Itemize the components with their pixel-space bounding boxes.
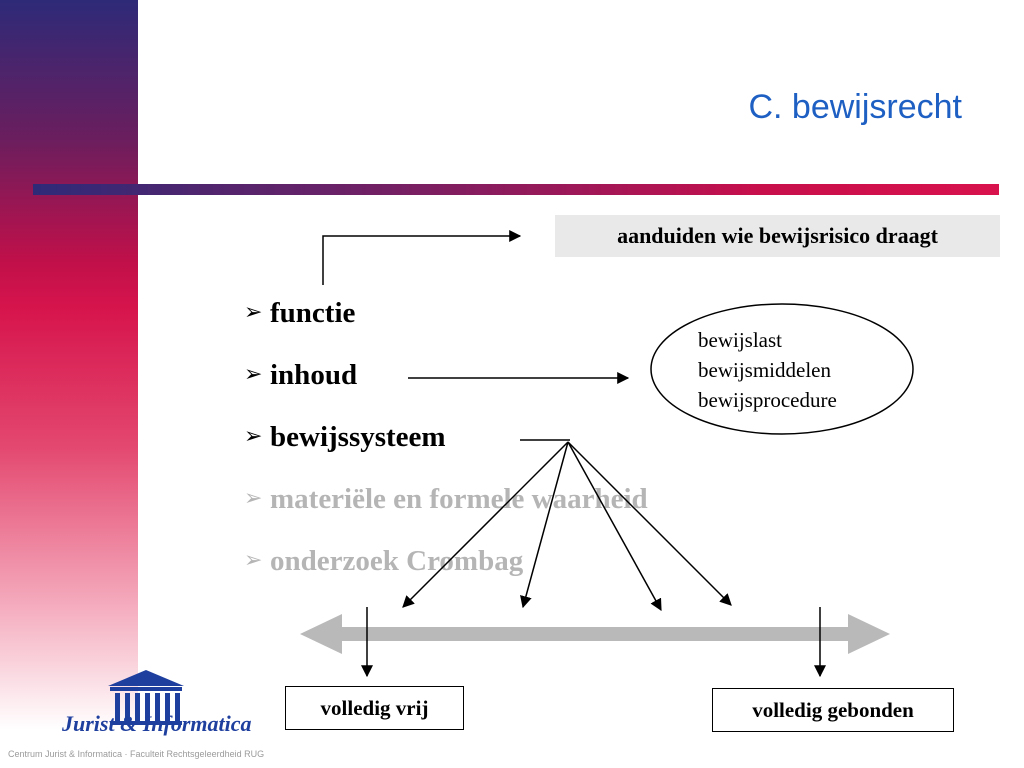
gradient-sidebar	[0, 0, 138, 768]
title-divider-bar	[33, 184, 999, 195]
connector-functie	[322, 230, 522, 285]
bullet-label: functie	[270, 297, 356, 329]
ellipse-item: bewijslast	[698, 328, 782, 352]
bullet-label: materiële en formele waarheid	[270, 483, 648, 515]
arrowhead-bullet-icon: ➢	[244, 362, 263, 387]
bullet-inhoud: ➢ inhoud	[244, 354, 648, 416]
scale-left-box: volledig vrij	[285, 686, 464, 730]
bullet-list: ➢ functie ➢ inhoud ➢ bewijssysteem ➢ mat…	[244, 292, 648, 602]
footer-text: Centrum Jurist & Informatica · Faculteit…	[8, 749, 265, 759]
fan-arrow-2	[520, 441, 569, 609]
inhoud-ellipse	[650, 303, 914, 435]
slide-title: C. bewijsrecht	[748, 88, 962, 126]
fan-arrow-3	[567, 441, 662, 612]
risk-box: aanduiden wie bewijsrisico draagt	[555, 215, 1000, 257]
ellipse-item: bewijsmiddelen	[698, 358, 831, 382]
arrowhead-bullet-icon: ➢	[244, 424, 263, 449]
bullet-label: inhoud	[270, 359, 358, 391]
bullet-waarheid: ➢ materiële en formele waarheid	[244, 478, 648, 540]
bullet-bewijssysteem: ➢ bewijssysteem	[244, 416, 648, 478]
temple-columns-icon	[108, 670, 184, 725]
scale-double-arrow	[300, 614, 890, 654]
scale-right-box: volledig gebonden	[712, 688, 954, 732]
fan-arrow-4	[567, 441, 732, 606]
bullet-crombag: ➢ onderzoek Crombag	[244, 540, 648, 602]
arrowhead-bullet-icon: ➢	[244, 300, 263, 325]
arrowhead-bullet-icon: ➢	[244, 548, 263, 573]
ellipse-item: bewijsprocedure	[698, 388, 837, 412]
arrowhead-bullet-icon: ➢	[244, 486, 263, 511]
bullet-functie: ➢ functie	[244, 292, 648, 354]
bullet-label: bewijssysteem	[270, 421, 446, 453]
bullet-label: onderzoek Crombag	[270, 545, 524, 577]
fan-arrow-1	[402, 441, 569, 608]
ellipse-item-list: bewijslast bewijsmiddelen bewijsprocedur…	[698, 325, 837, 415]
logo-text: Jurist & Informatica	[62, 711, 252, 736]
